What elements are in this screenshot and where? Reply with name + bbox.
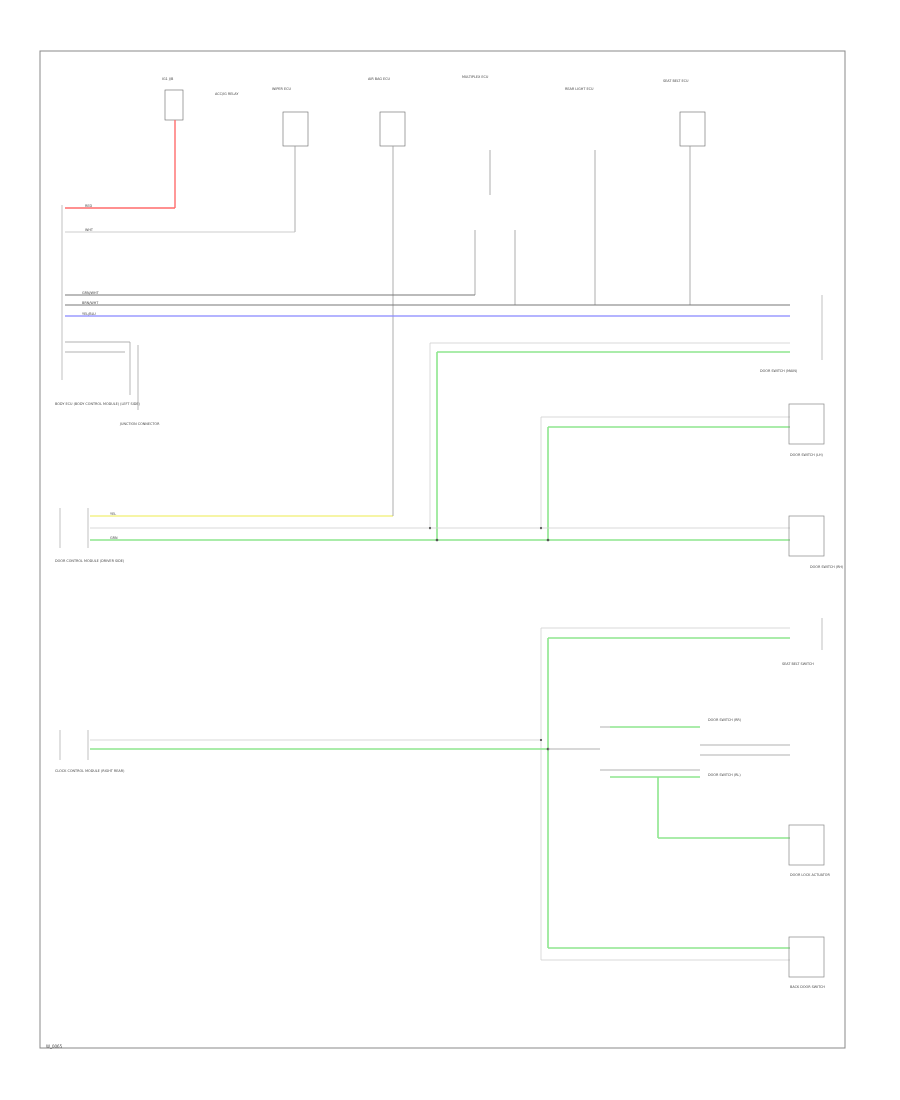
yellow-wire: YEL	[90, 320, 394, 517]
green-main-bus: GRN	[90, 536, 790, 541]
left-main-label: BODY ECU (BODY CONTROL MODULE) (LEFT SID…	[55, 402, 140, 406]
left-junction-wires	[65, 341, 139, 410]
top-component-airbag-label: AIR BAG ECU	[368, 77, 391, 81]
right-connector-3-label: DOOR SWITCH (RH)	[810, 565, 844, 569]
right-connector-2-label: DOOR SWITCH (LH)	[790, 453, 824, 457]
yellow-wire-label: YEL	[110, 512, 116, 516]
left-sub-label: JUNCTION CONNECTOR	[119, 422, 160, 426]
lower-left-label: CLOCK CONTROL MODULE (RIGHT REAR)	[55, 769, 125, 773]
right-connector-8: BACK DOOR SWITCH	[788, 936, 825, 989]
green-drop-right7	[657, 777, 790, 839]
top-leads	[294, 146, 691, 320]
top-component-ig1: IG1 J/B	[162, 77, 184, 121]
top-component-wiper: WIPER ECU	[272, 87, 309, 147]
green-feed-right2	[547, 426, 790, 540]
right-connector-7-label: DOOR LOCK ACTUATOR	[790, 873, 830, 877]
top-component-acc-relay: ACC/IG RELAY	[215, 92, 239, 96]
lower-left-connector: CLOCK CONTROL MODULE (RIGHT REAR)	[55, 730, 125, 773]
right-connector-1-label: DOOR SWITCH (MAIN)	[760, 369, 798, 373]
junction-dots	[428, 526, 550, 542]
diagram-footer: W_0065	[46, 1044, 63, 1049]
top-component-wiper-label: WIPER ECU	[272, 87, 291, 91]
top-component-multiplex: MULTIPLEX ECU	[462, 75, 489, 79]
top-component-multiplex-label: MULTIPLEX ECU	[462, 75, 489, 79]
right-connector-3: DOOR SWITCH (RH)	[788, 515, 844, 569]
right-connector-2: DOOR SWITCH (LH)	[788, 403, 825, 457]
gray-bus-label-2: BRN/WHT	[82, 301, 99, 305]
gray-bus	[65, 294, 790, 306]
mid-left-label: DOOR CONTROL MODULE (DRIVER SIDE)	[55, 559, 125, 563]
right-connector-8-label: BACK DOOR SWITCH	[790, 985, 825, 989]
top-component-ig1-label: IG1 J/B	[162, 77, 174, 81]
white-wire-wiper-label: WHT	[85, 228, 94, 232]
right-connector-1: DOOR SWITCH (MAIN)	[760, 295, 823, 373]
top-component-acc-relay-label: ACC/IG RELAY	[215, 92, 239, 96]
blue-wire-label: YEL/BLU	[82, 312, 96, 316]
right-connector-7: DOOR LOCK ACTUATOR	[788, 824, 830, 877]
blue-wire: YEL/BLU	[65, 312, 790, 317]
top-component-seat-belt: SEAT BELT ECU	[663, 79, 706, 147]
switch-branch	[548, 726, 790, 771]
right-connector-4: SEAT BELT SWITCH	[782, 618, 823, 666]
red-wire-label: RED	[85, 204, 92, 208]
white-wire-wiper: WHT	[65, 228, 295, 233]
green-feed-right1	[436, 351, 790, 540]
mid-left-connector: DOOR CONTROL MODULE (DRIVER SIDE)	[55, 508, 125, 563]
gray-bus-label-1: GRN/WHT	[82, 291, 100, 295]
top-component-rear-light: REAR LIGHT ECU	[565, 87, 594, 91]
red-wire: RED	[65, 120, 176, 209]
top-component-seat-belt-label: SEAT BELT ECU	[663, 79, 689, 83]
top-component-airbag: AIR BAG ECU	[368, 77, 406, 147]
right-connector-6-label: DOOR SWITCH (RL)	[708, 773, 741, 777]
top-component-rear-light-label: REAR LIGHT ECU	[565, 87, 594, 91]
green-lower-trunk	[547, 637, 790, 949]
right-connector-5-label: DOOR SWITCH (RR)	[708, 718, 742, 722]
right-connector-4-label: SEAT BELT SWITCH	[782, 662, 814, 666]
green-main-bus-label: GRN	[110, 536, 118, 540]
diagram-border	[39, 50, 846, 1049]
